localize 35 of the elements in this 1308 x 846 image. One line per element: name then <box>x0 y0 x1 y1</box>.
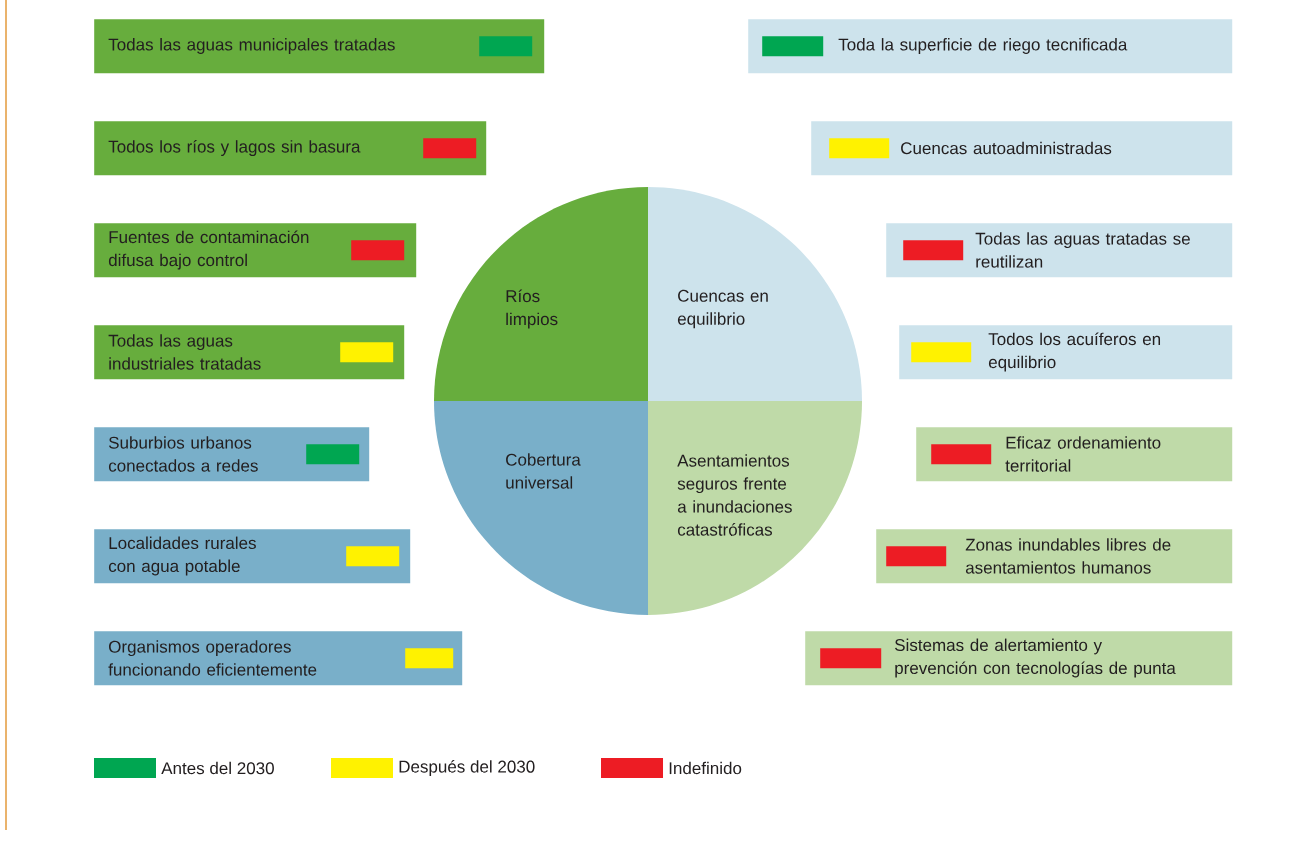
legend-label: Antes del 2030 <box>161 761 274 775</box>
status-swatch <box>479 36 533 57</box>
status-swatch <box>931 444 992 465</box>
goal-box: Sistemas de alertamiento y prevención con tecnologías de punta <box>805 631 1233 686</box>
goal-box: Todos los ríos y lagos sin basura <box>94 121 487 176</box>
goal-box: Fuentes de contaminación difusa bajo control <box>94 223 417 278</box>
goal-box: Organismos operadores funcionando eficientemente <box>94 631 463 686</box>
status-swatch <box>351 240 405 261</box>
status-swatch <box>306 444 360 465</box>
pie-segment: Cobertura universal <box>434 401 648 615</box>
goal-box: Eficaz ordenamiento territorial <box>916 427 1233 482</box>
goal-box: Todas las aguas municipales tratadas <box>94 19 545 74</box>
status-swatch <box>911 342 972 363</box>
goal-box: Todas las aguas industriales tratadas <box>94 325 405 380</box>
pie-segment: Asentamientos seguros frente a inundaciones catastróficas <box>648 401 862 615</box>
status-swatch <box>423 138 477 159</box>
status-swatch <box>820 648 882 669</box>
status-swatch <box>762 36 824 57</box>
goal-box: Suburbios urbanos conectados a redes <box>94 427 370 482</box>
legend-label: Indefinido <box>669 761 742 775</box>
legend-label: Después del 2030 <box>399 760 535 776</box>
goal-box: Todos los acuíferos en equilibrio <box>899 325 1233 380</box>
pie-segment: Cuencas en equilibrio <box>648 187 862 401</box>
status-swatch <box>829 138 890 159</box>
status-swatch <box>346 546 400 567</box>
goal-box: Todas las aguas tratadas se reutilizan <box>886 223 1233 278</box>
pie-segment: Ríos limpios <box>434 187 648 401</box>
goal-box: Zonas inundables libres de asentamientos humanos <box>876 529 1233 584</box>
goal-box: Cuencas autoadministradas <box>811 121 1233 176</box>
status-swatch <box>340 342 394 363</box>
status-swatch <box>886 546 947 567</box>
status-swatch <box>903 240 964 261</box>
status-swatch <box>405 648 454 669</box>
goal-box: Localidades rurales con agua potable <box>94 529 411 584</box>
goal-box: Toda la superficie de riego tecnificada <box>748 19 1233 74</box>
